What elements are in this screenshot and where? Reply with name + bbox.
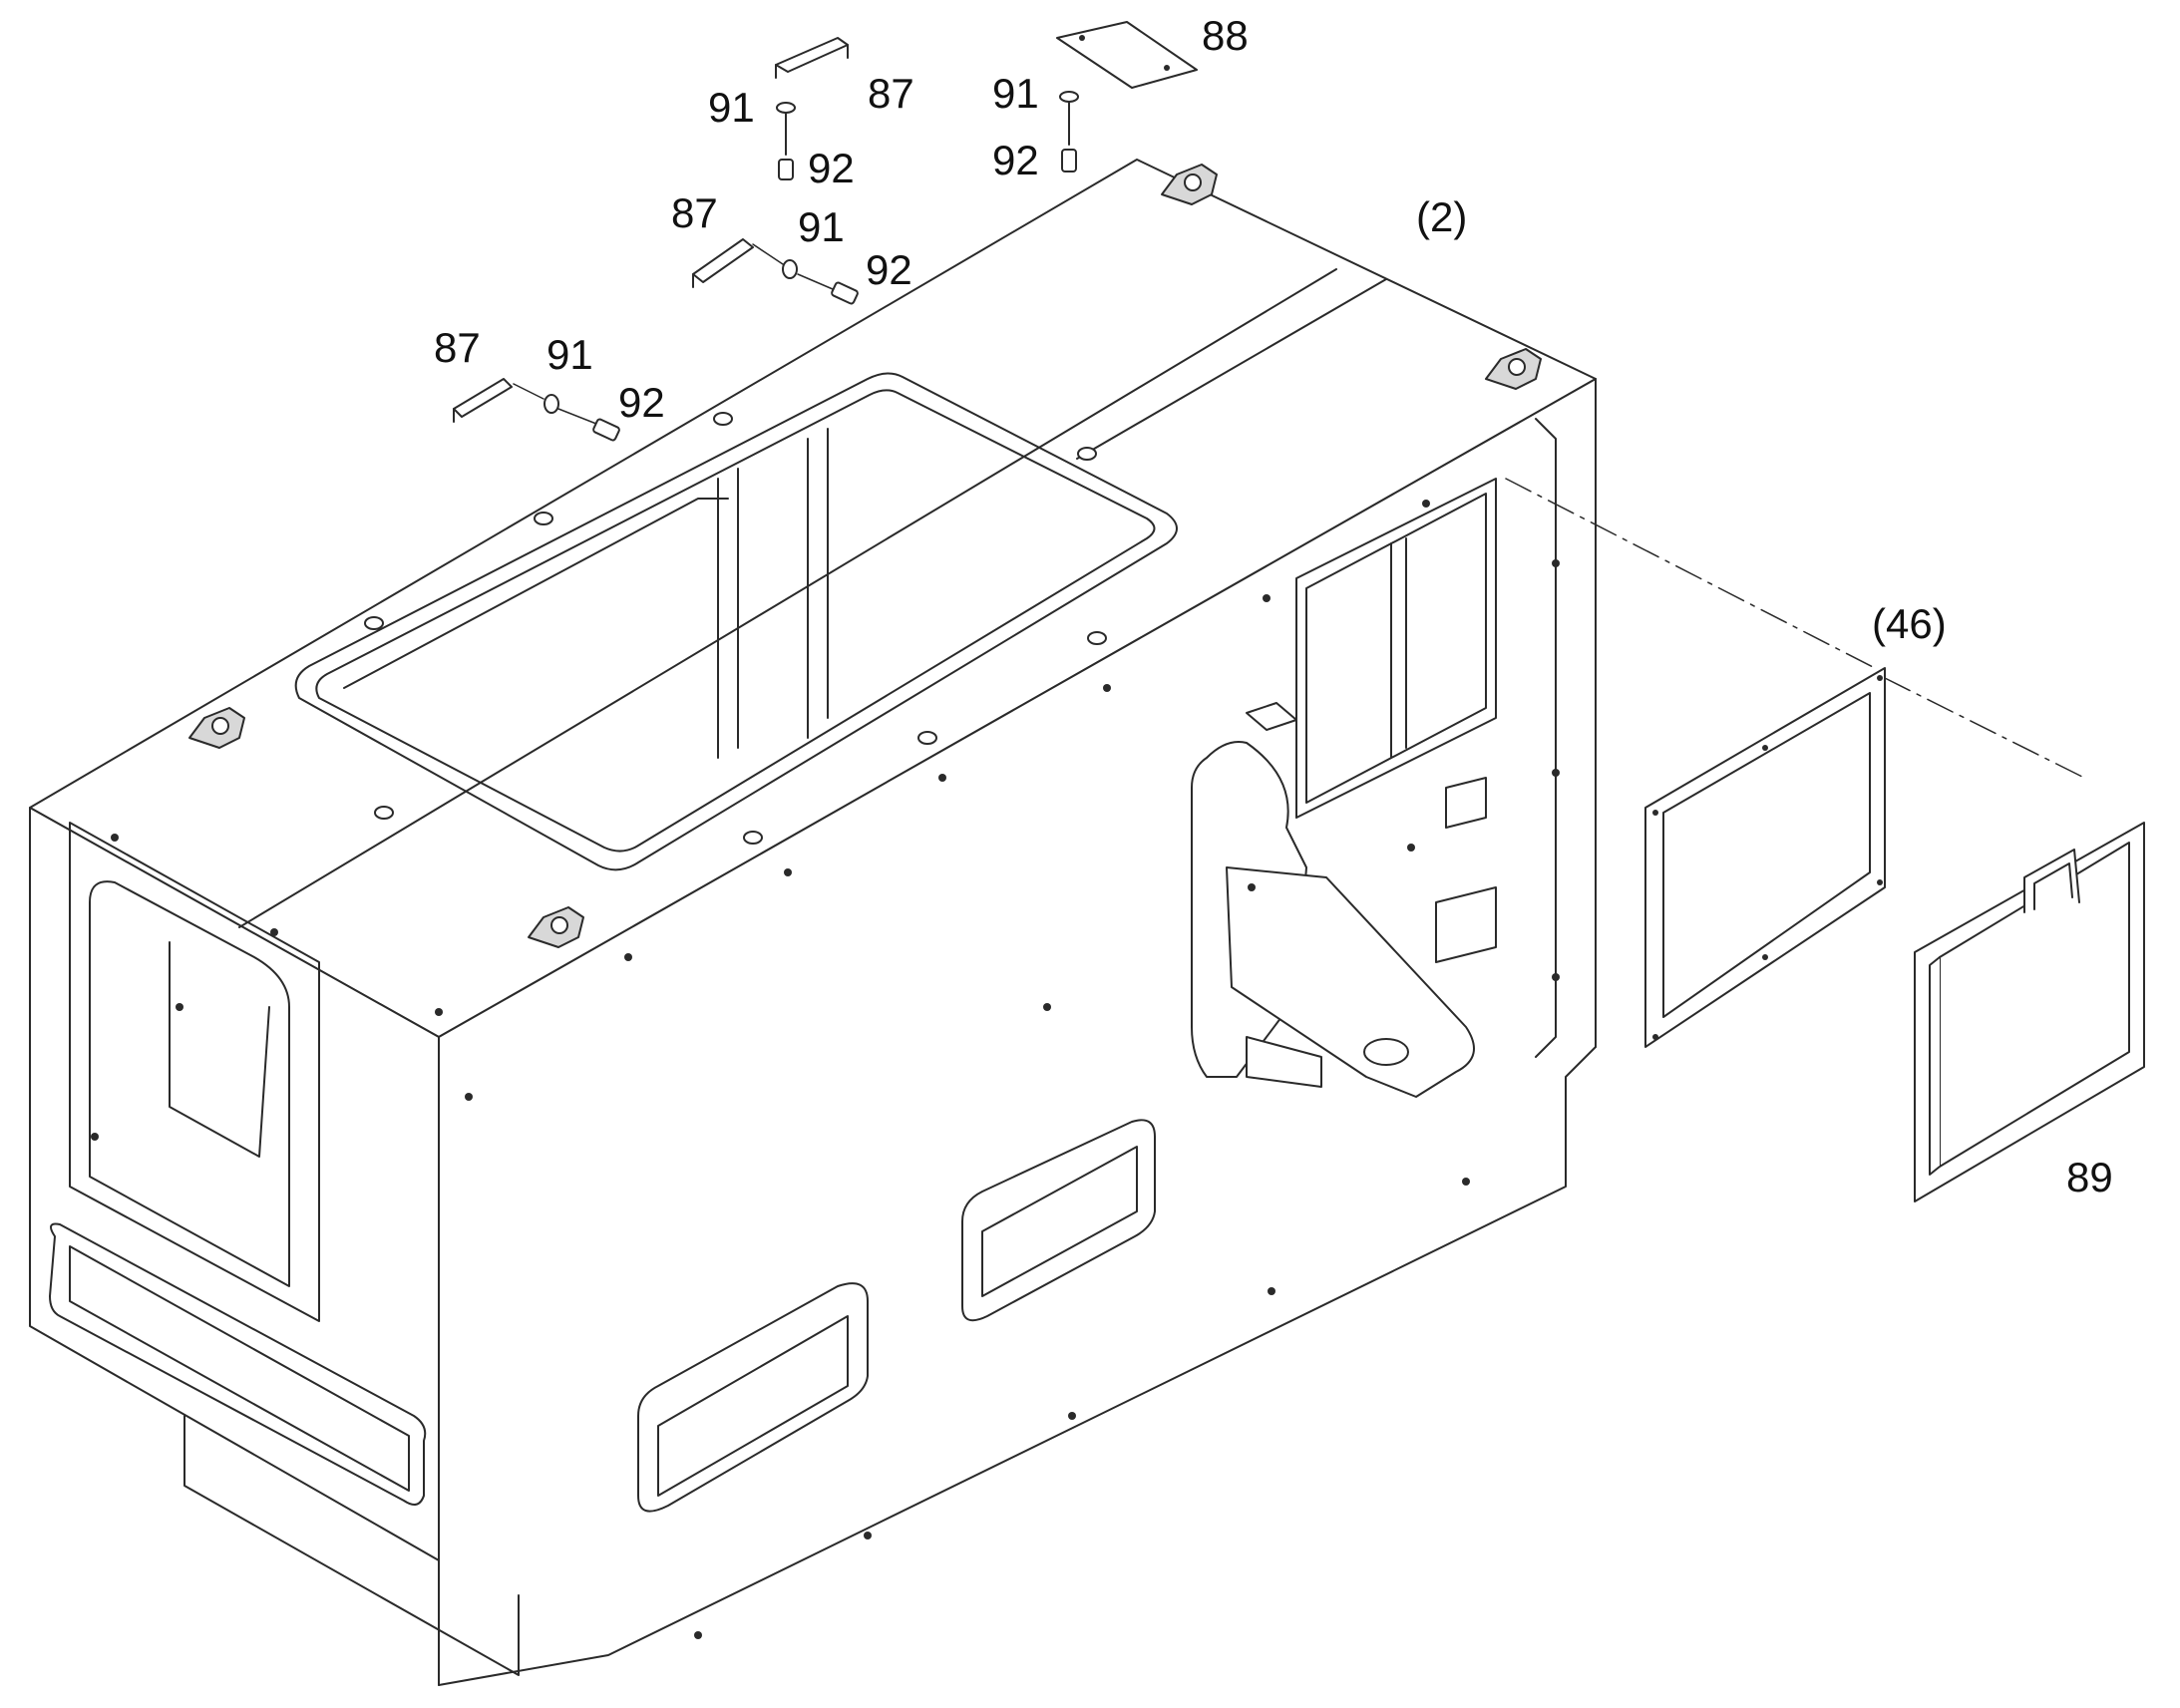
washer-91-left bbox=[544, 394, 559, 414]
top-seam-left bbox=[238, 268, 1337, 928]
cover-box-side bbox=[1929, 956, 1941, 1176]
screw-92-top bbox=[778, 112, 794, 180]
pillow-block-1 bbox=[1161, 164, 1218, 205]
left-lower-slot-inner bbox=[69, 1245, 410, 1492]
small-square-pad-2 bbox=[1435, 886, 1497, 963]
leader-91-mid bbox=[797, 273, 834, 290]
callout-87-left: 87 bbox=[434, 324, 481, 371]
top-opening bbox=[294, 372, 1178, 871]
top-bosses bbox=[364, 412, 1107, 845]
bracket-87-left bbox=[453, 378, 513, 423]
callout-89: 89 bbox=[2066, 1154, 2113, 1200]
screw-92-right bbox=[1061, 101, 1077, 172]
washer-91-right bbox=[1059, 91, 1079, 103]
front-right-window-frame bbox=[1295, 478, 1497, 819]
bracket-base-pad bbox=[1246, 1036, 1322, 1088]
left-door-frame bbox=[69, 822, 320, 1322]
screw-92-left bbox=[592, 418, 620, 442]
callout-92-mid: 92 bbox=[866, 246, 912, 293]
leader-91-left bbox=[557, 408, 597, 425]
left-window-inner bbox=[169, 941, 270, 1158]
callout-2: (2) bbox=[1416, 193, 1467, 240]
front-opening-2-inner bbox=[981, 1146, 1138, 1297]
pillow-block-3 bbox=[188, 707, 245, 749]
callout-92-right: 92 bbox=[992, 137, 1039, 183]
front-right-window bbox=[1295, 478, 1497, 819]
cover-handle-inner bbox=[2033, 862, 2073, 910]
washer-91-mid bbox=[782, 259, 798, 279]
small-square-pad-1 bbox=[1445, 777, 1487, 829]
right-end-frame bbox=[1535, 418, 1557, 1058]
callout-92-top: 92 bbox=[808, 145, 855, 191]
inner-floor-line bbox=[343, 498, 729, 689]
callout-87-top: 87 bbox=[868, 70, 914, 117]
bracket-bore bbox=[1363, 1038, 1409, 1066]
front-opening-1 bbox=[637, 1282, 869, 1513]
assembly-centerline bbox=[1505, 478, 2085, 779]
left-lower-slot bbox=[49, 1222, 427, 1506]
front-opening-2 bbox=[961, 1119, 1156, 1322]
left-window bbox=[89, 880, 290, 1287]
gasket-inner bbox=[1662, 692, 1871, 1018]
bracket-87-mid bbox=[692, 238, 754, 288]
pillow-block-2 bbox=[1485, 348, 1542, 390]
callout-91-top: 91 bbox=[708, 84, 755, 131]
callout-91-mid: 91 bbox=[798, 203, 845, 250]
front-lower-openings bbox=[637, 1119, 1156, 1513]
left-base-skirt bbox=[183, 1415, 520, 1676]
leader-87-left bbox=[513, 383, 545, 400]
cover-89 bbox=[1914, 822, 2145, 1202]
callout-92-left: 92 bbox=[618, 379, 665, 426]
callout-91-left: 91 bbox=[546, 331, 593, 378]
plate-88 bbox=[1056, 21, 1198, 89]
top-opening-inner-wall bbox=[717, 428, 829, 759]
gasket-46 bbox=[1644, 667, 1886, 1048]
callout-88: 88 bbox=[1202, 12, 1249, 59]
front-opening-1-inner bbox=[657, 1315, 849, 1497]
leader-87-mid bbox=[752, 243, 784, 265]
housing-bolts bbox=[91, 500, 1560, 1639]
top-seam-right bbox=[1076, 278, 1387, 460]
top-opening-outer bbox=[294, 372, 1178, 871]
front-right-window-inner bbox=[1305, 493, 1487, 804]
washer-91-top bbox=[776, 102, 796, 114]
front-right-window-wall bbox=[1390, 537, 1407, 759]
callout-87-mid: 87 bbox=[671, 189, 718, 236]
pillow-block-4 bbox=[528, 906, 584, 948]
side-bracket bbox=[1191, 702, 1497, 1098]
top-right-block bbox=[1246, 702, 1297, 731]
screw-92-mid bbox=[831, 281, 859, 305]
callout-91-right: 91 bbox=[992, 70, 1039, 117]
callout-46: (46) bbox=[1872, 600, 1947, 647]
bracket-gusset bbox=[1226, 866, 1475, 1098]
top-opening-inner bbox=[315, 389, 1156, 853]
bracket-87-top bbox=[775, 37, 849, 79]
left-end-openings bbox=[49, 822, 520, 1676]
